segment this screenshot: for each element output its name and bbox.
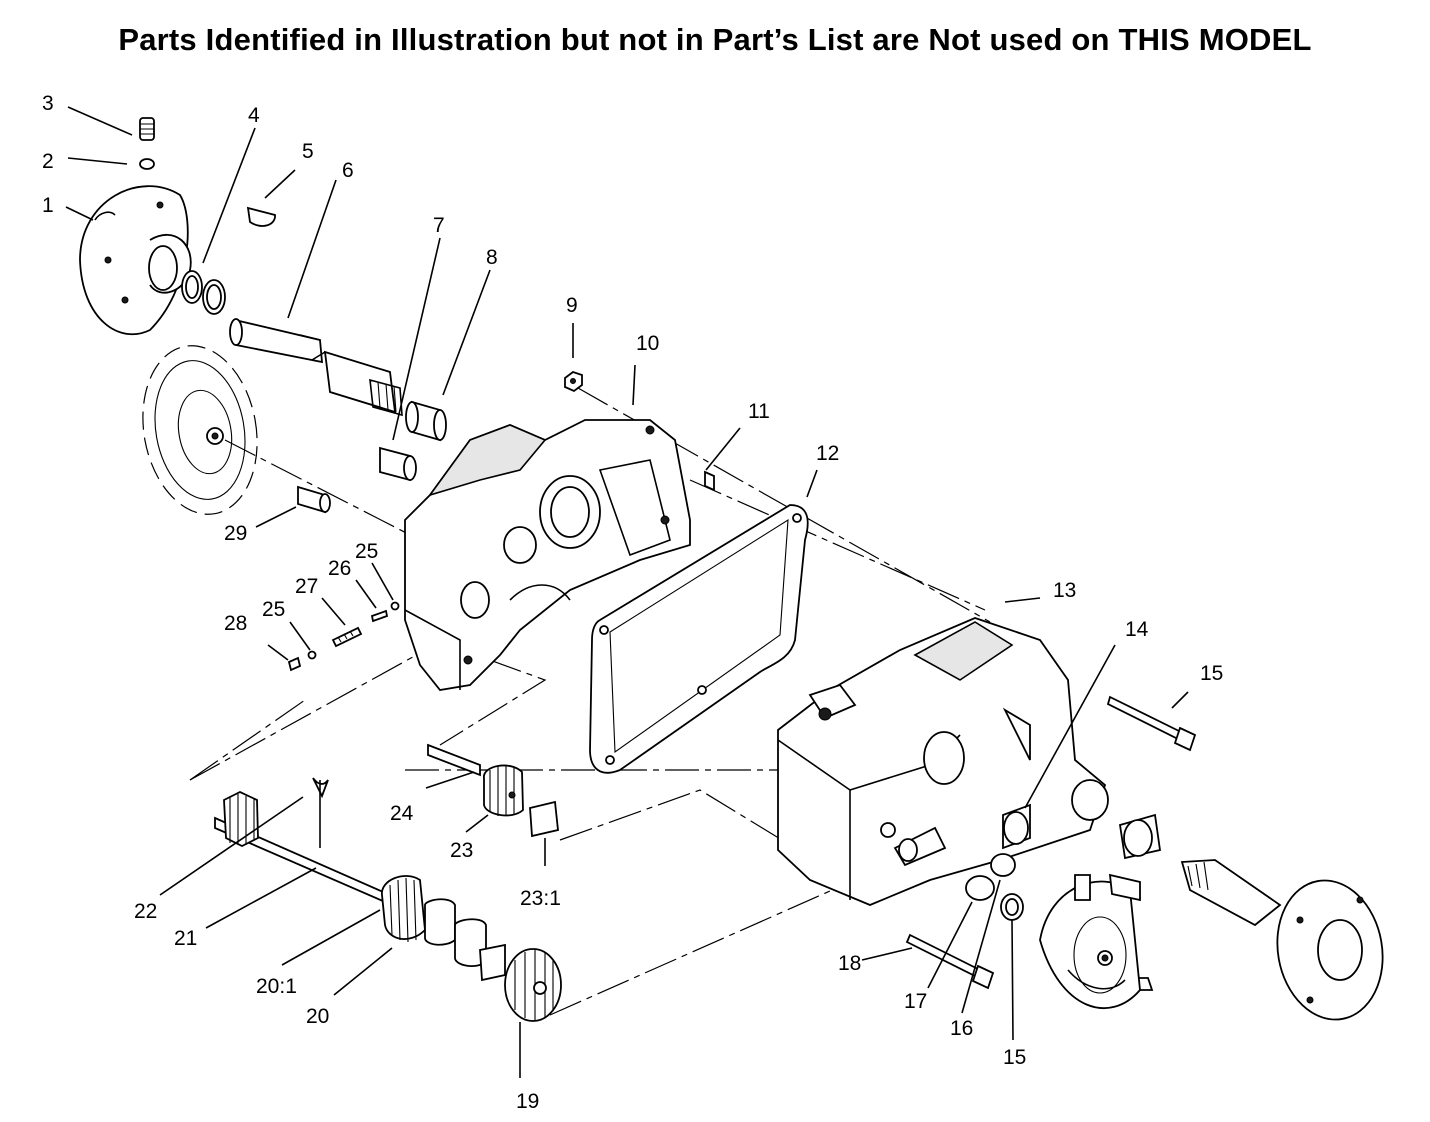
callout-16: 16 <box>950 1017 973 1040</box>
callout-29: 29 <box>224 522 247 545</box>
left-flange-cover <box>79 185 192 336</box>
callout-8: 8 <box>486 246 498 269</box>
callout-24: 24 <box>390 802 414 825</box>
input-shaft <box>229 318 403 417</box>
output-shaft-flange <box>1180 859 1384 1021</box>
callout-19: 19 <box>516 1090 539 1113</box>
callout-9: 9 <box>566 294 578 317</box>
leader-lines <box>65 106 1189 1078</box>
page-title: Parts Identified in Illustration but not… <box>118 22 1312 57</box>
right-bushings <box>965 803 1162 921</box>
callout-11: 11 <box>748 400 770 423</box>
screw-and-washer <box>139 117 155 170</box>
callout-17: 17 <box>904 990 927 1013</box>
detent-parts <box>287 601 400 672</box>
callout-1: 1 <box>42 194 54 217</box>
callout-14: 14 <box>1125 618 1149 641</box>
callout-13: 13 <box>1053 579 1076 602</box>
callout-21: 21 <box>174 927 197 950</box>
callout-15-bolt: 15 <box>1200 662 1223 685</box>
callout-20: 20 <box>306 1005 329 1028</box>
callout-22: 22 <box>134 900 157 923</box>
callout-15-ring: 15 <box>1003 1046 1026 1069</box>
callout-25-lower: 25 <box>262 598 285 621</box>
dashed-drive-disc <box>142 345 258 515</box>
callout-4: 4 <box>248 104 260 127</box>
callout-5: 5 <box>302 140 314 163</box>
callout-23: 23 <box>450 839 473 862</box>
callout-2: 2 <box>42 150 54 173</box>
callout-12: 12 <box>816 442 839 465</box>
callout-labels: 3 2 1 4 5 6 7 8 9 10 11 12 13 14 15 29 2… <box>42 92 1223 1113</box>
callout-27: 27 <box>295 575 318 598</box>
callout-18: 18 <box>838 952 861 975</box>
gasket <box>589 504 809 774</box>
nut-and-dowel <box>564 370 715 492</box>
o-rings <box>181 270 226 315</box>
callout-28: 28 <box>224 612 247 635</box>
brake-assembly <box>1039 873 1141 1010</box>
bushings <box>297 400 447 514</box>
callout-10: 10 <box>636 332 659 355</box>
callout-6: 6 <box>342 159 354 182</box>
callout-25-upper: 25 <box>355 540 378 563</box>
callout-7: 7 <box>433 214 445 237</box>
gear-train <box>214 743 562 1022</box>
woodruff-key <box>246 206 276 227</box>
gearcase-right-half <box>777 617 1109 906</box>
gearcase-left-half <box>404 419 691 691</box>
callout-26: 26 <box>328 557 351 580</box>
callout-23-1: 23:1 <box>520 887 561 910</box>
callout-3: 3 <box>42 92 54 115</box>
callout-20-1: 20:1 <box>256 975 297 998</box>
